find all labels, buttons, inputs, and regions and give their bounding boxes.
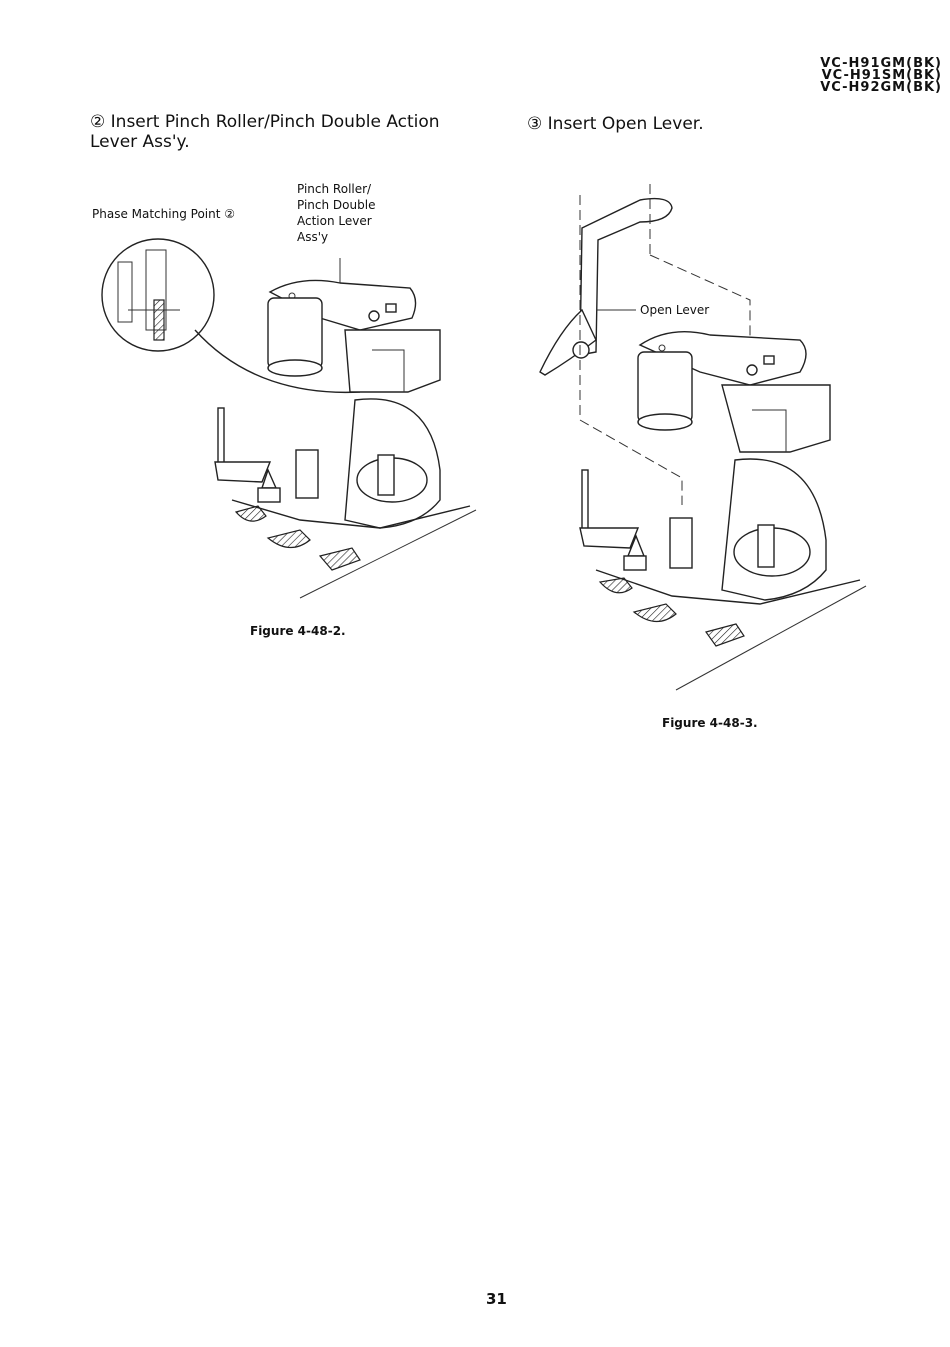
model-number: VC-H91SM(BK) xyxy=(821,68,942,83)
phase-matching-label: Phase Matching Point ② xyxy=(92,207,235,221)
step-text: Insert Open Lever. xyxy=(547,114,704,134)
figure-caption: Figure 4-48-2. xyxy=(250,624,346,638)
figure-caption: Figure 4-48-3. xyxy=(662,716,758,730)
pinch-roller-label: Pinch Roller/ Pinch Double Action Lever … xyxy=(297,181,417,245)
label-line: Ass'y xyxy=(297,230,329,244)
page-number: 31 xyxy=(486,1290,507,1308)
label-line: Pinch Roller/ xyxy=(297,182,372,196)
model-numbers: VC-H91GM(BK) VC-H91SM(BK) VC-H92GM(BK) xyxy=(820,56,942,95)
label-line: Pinch Double xyxy=(297,198,376,212)
label-line: Action Lever xyxy=(297,214,372,228)
model-number: VC-H91GM(BK) xyxy=(820,56,942,71)
step-instruction: ② Insert Pinch Roller/Pinch Double Actio… xyxy=(90,112,485,152)
open-lever-label: Open Lever xyxy=(640,303,710,317)
model-number: VC-H92GM(BK) xyxy=(820,80,942,95)
step-text: Insert Pinch Roller/Pinch Double Action … xyxy=(90,112,440,152)
step-instruction: ③ Insert Open Lever. xyxy=(527,114,827,134)
step-number: ③ xyxy=(527,114,543,134)
step-number: ② xyxy=(90,112,106,132)
